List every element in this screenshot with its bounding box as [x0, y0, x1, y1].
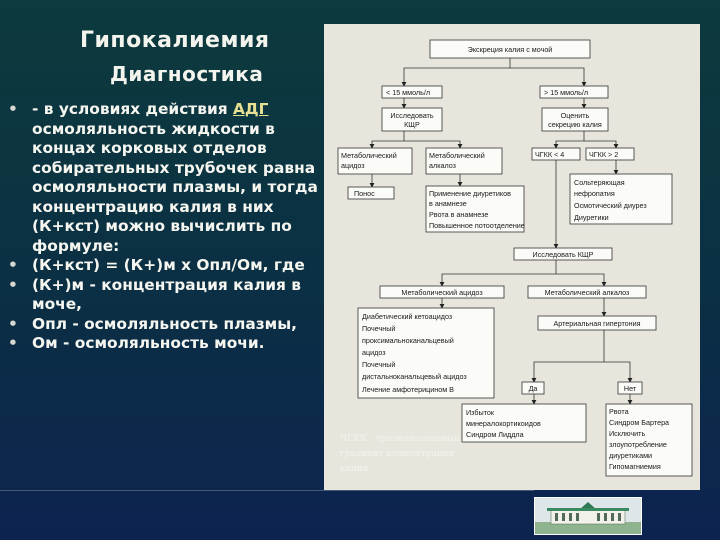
label-ponos: Понос: [354, 189, 375, 198]
label-no: Нет: [624, 384, 637, 393]
node-met-acidosis2: [379, 285, 505, 299]
node-mineralo: [461, 403, 587, 443]
label-kshr2: Исследовать КЩР: [533, 250, 594, 259]
label-gt15: > 15 ммоль/л: [544, 88, 588, 97]
label-met-alkalosis: Метаболический: [429, 151, 485, 160]
bullet-dot-icon: •: [8, 314, 18, 333]
node-salt-losing: [569, 173, 673, 225]
node-kshr1: [381, 107, 443, 132]
node-yes: [521, 381, 545, 395]
node-hypertension: [537, 315, 657, 331]
label-diuretics: Повышенное потоотделение: [429, 221, 525, 230]
bullet-dot-icon: •: [8, 100, 18, 118]
node-met-acidosis: [337, 147, 413, 175]
bullet-dot-icon: •: [8, 275, 18, 294]
bullet-item: •(К+)м - концентрация калия в моче,: [8, 275, 301, 314]
bullet-dot-icon: •: [8, 256, 18, 274]
label-acidosis-causes: Почечный: [362, 360, 395, 369]
label-mineralo: Избыток: [466, 408, 495, 417]
label-met-alkalosis2: Метаболический алкалоз: [545, 288, 630, 297]
node-chgkk-gt2: [585, 147, 635, 161]
label-met-acidosis2: Метаболический ацидоз: [401, 288, 483, 297]
flowchart: Экскреция калия с мочой < 15 ммоль/л > 1…: [337, 39, 693, 477]
node-bartter: [605, 403, 693, 477]
flowchart-panel: Экскреция калия с мочой < 15 ммоль/л > 1…: [324, 24, 700, 490]
bullet-item: •(К+кст) = (К+)м x Опл/Ом, где: [8, 256, 305, 274]
label-acidosis-causes: Лечение амфотерицином В: [362, 385, 454, 394]
label-chgkk-lt4: ЧГКК < 4: [535, 150, 564, 159]
label-kshr1: КЩР: [404, 120, 420, 129]
label-met-alkalosis: алкалоз: [429, 161, 457, 170]
node-chgkk-lt4: [531, 147, 581, 161]
building-icon: [535, 498, 641, 534]
node-lt15: [381, 85, 443, 99]
building-logo: [534, 497, 642, 535]
label-kshr1: Исследовать: [390, 111, 433, 120]
label-salt-losing: Осмотический диурез: [574, 201, 647, 210]
label-secretion: Оценить: [561, 111, 590, 120]
label-acidosis-causes: ацидоз: [362, 348, 386, 357]
label-secretion: секрецию калия: [548, 120, 602, 129]
label-mineralo: Синдром Лиддла: [466, 430, 524, 439]
bullet-dot-icon: •: [8, 334, 18, 352]
label-acidosis-causes: проксимальноканальцевый: [362, 336, 454, 345]
label-salt-losing: Диуретики: [574, 213, 609, 222]
label-salt-losing: нефропатия: [574, 189, 615, 198]
label-chgkk-gt2: ЧГКК > 2: [589, 150, 618, 159]
label-salt-losing: Сольтеряющая: [574, 178, 625, 187]
node-met-alkalosis: [425, 147, 503, 175]
label-acidosis-causes: Диабетический кетоацидоз: [362, 312, 453, 321]
slide-subtitle: Диагностика: [110, 62, 264, 86]
label-diuretics: в анамнезе: [429, 199, 467, 208]
label-met-acidosis: Метаболический: [341, 151, 397, 160]
label-root: Экскреция калия с мочой: [468, 45, 553, 54]
node-met-alkalosis2: [527, 285, 647, 299]
label-lt15: < 15 ммоль/л: [386, 88, 430, 97]
slide-title: Гипокалиемия: [80, 28, 270, 53]
node-diuretics: [425, 185, 525, 233]
abbreviation-note: ЧГКК - чрезканальцевый градиент концентр…: [340, 434, 460, 474]
bullet-item: •- в условиях действия АДГ осмоляльность…: [8, 100, 318, 255]
label-acidosis-causes: дистальноканальцевый ацидоз: [362, 372, 467, 381]
label-bartter: Исключить: [609, 429, 645, 438]
node-no: [617, 381, 643, 395]
node-acidosis-causes: [357, 307, 495, 399]
label-met-acidosis: ацидоз: [341, 161, 365, 170]
bullet-item: •Ом - осмоляльность мочи.: [8, 334, 265, 352]
label-mineralo: минералокортикоидов: [466, 419, 541, 428]
label-acidosis-causes: Почечный: [362, 324, 395, 333]
label-bartter: злоупотребление: [609, 440, 667, 449]
bullet-item: •Опл - осмоляльность плазмы,: [8, 314, 298, 333]
label-bartter: Рвота: [609, 407, 629, 416]
label-diuretics: Рвота в анамнезе: [429, 210, 488, 219]
node-ponos: [347, 186, 395, 200]
label-hypertension: Артериальная гипертония: [553, 319, 640, 328]
label-yes: Да: [529, 384, 538, 393]
label-diuretics: Применение диуретиков: [429, 189, 511, 198]
label-bartter: Гипомагниемия: [609, 462, 661, 471]
bullet-list: •- в условиях действия АДГ осмоляльность…: [6, 100, 322, 354]
node-gt15: [539, 85, 609, 99]
footer-divider: [0, 490, 534, 531]
label-bartter: диуретиками: [609, 451, 652, 460]
node-root: [429, 39, 591, 59]
node-secretion: [541, 107, 609, 132]
node-kshr2: [513, 247, 613, 261]
label-bartter: Синдром Бартера: [609, 418, 669, 427]
adg-link[interactable]: АДГ: [233, 100, 269, 118]
